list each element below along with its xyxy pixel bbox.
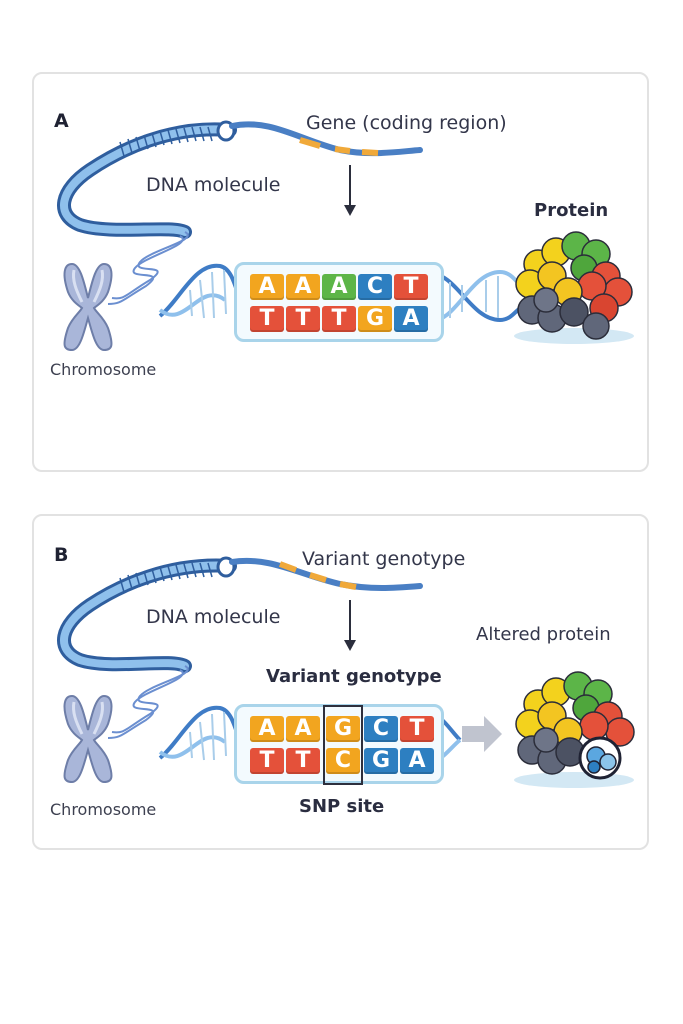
chromosome-b-icon — [63, 694, 113, 784]
snp-site-label: SNP site — [299, 796, 385, 817]
base-a-top-2: A — [286, 274, 320, 300]
base-a-bottom-4: G — [358, 306, 392, 332]
base-b-top-4: C — [364, 716, 398, 742]
variant-genotype-top-label: Variant genotype — [302, 548, 466, 570]
base-a-top-4: C — [358, 274, 392, 300]
chromosome-label-a: Chromosome — [50, 360, 157, 379]
variant-genotype-label: Variant genotype — [266, 666, 442, 687]
base-a-top-3: A — [322, 274, 356, 300]
base-b-top-1: A — [250, 716, 284, 742]
base-b-bottom-1: T — [250, 748, 284, 774]
gene-label-a: Gene (coding region) — [306, 112, 507, 134]
base-b-bottom-5: A — [400, 748, 434, 774]
protein-a-icon — [514, 231, 634, 344]
chromosome-label-b: Chromosome — [50, 800, 157, 819]
base-a-bottom-3: T — [322, 306, 356, 332]
base-b-top-3-snp: G — [326, 716, 360, 742]
panel-b-letter: B — [54, 544, 69, 566]
base-b-bottom-4: G — [364, 748, 398, 774]
base-a-bottom-1: T — [250, 306, 284, 332]
base-a-bottom-2: T — [286, 306, 320, 332]
base-b-top-5: T — [400, 716, 434, 742]
dna-molecule-label-b: DNA molecule — [146, 606, 281, 628]
dna-molecule-label-a: DNA molecule — [146, 174, 281, 196]
altered-protein-label: Altered protein — [476, 624, 611, 645]
base-b-top-2: A — [286, 716, 320, 742]
base-a-bottom-5: A — [394, 306, 428, 332]
base-b-bottom-3-snp: C — [326, 748, 360, 774]
base-a-top-1: A — [250, 274, 284, 300]
protein-label-a: Protein — [534, 200, 609, 221]
chromosome-a-icon — [63, 262, 113, 352]
snp-site-highlight — [323, 705, 363, 785]
altered-protein-icon — [514, 671, 635, 788]
base-b-bottom-2: T — [286, 748, 320, 774]
base-a-top-5: T — [394, 274, 428, 300]
panel-a-letter: A — [54, 110, 69, 132]
